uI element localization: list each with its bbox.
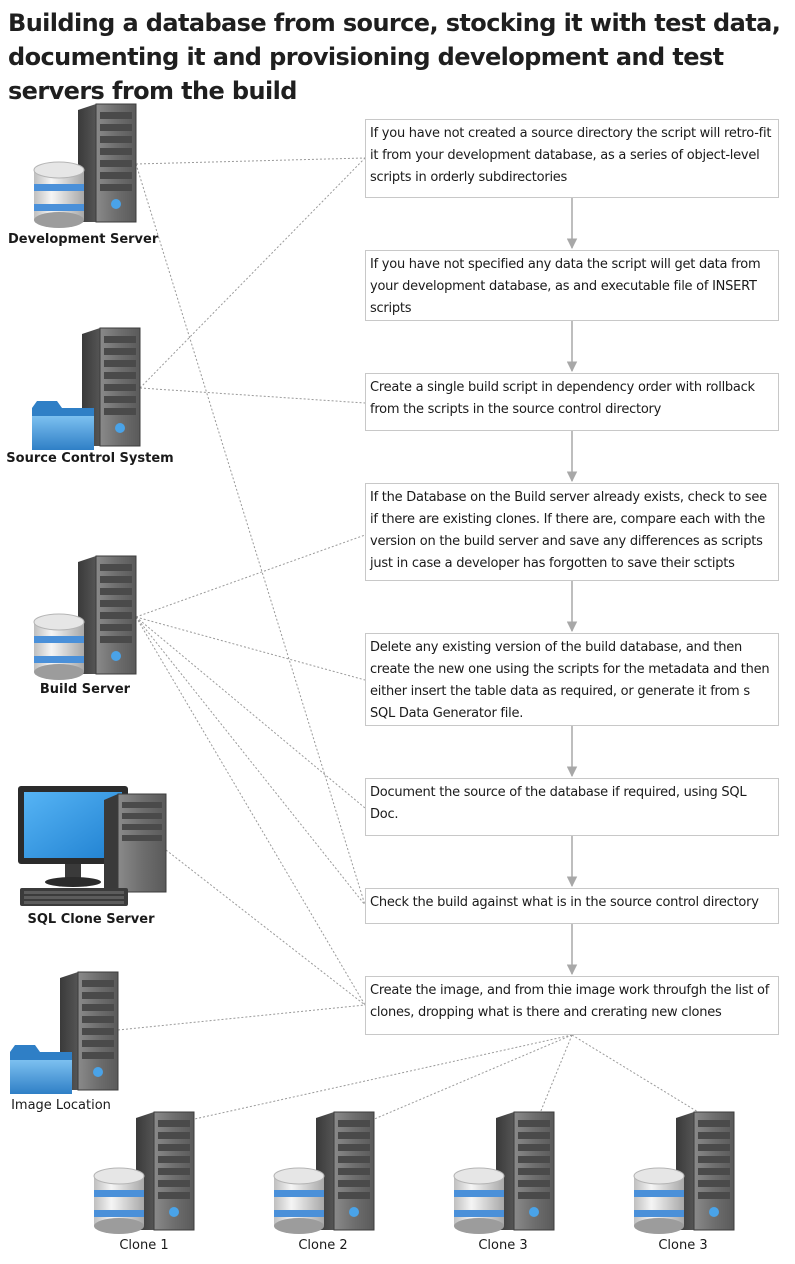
development-server-label: Development Server	[8, 232, 159, 247]
diagram-title: Building a database from source, stockin…	[8, 9, 781, 105]
clone-3b-label: Clone 3	[658, 1238, 708, 1253]
sql-clone-server-icon	[18, 786, 167, 906]
image-location-label: Image Location	[11, 1098, 111, 1113]
step-box: If you have not created a source directo…	[365, 119, 779, 198]
source-control-system-label: Source Control System	[6, 451, 174, 466]
step-box: Create a single build script in dependen…	[365, 373, 779, 431]
clone-2-label: Clone 2	[298, 1238, 348, 1253]
clone-1-label: Clone 1	[119, 1238, 169, 1253]
connector-lines	[117, 157, 699, 1121]
development-server-icon	[33, 103, 137, 229]
clone-3a-icon	[453, 1111, 555, 1235]
step-box: Check the build against what is in the s…	[365, 888, 779, 924]
step-box: Create the image, and from thie image wo…	[365, 976, 779, 1035]
clone-1-icon	[93, 1111, 195, 1235]
step-box: Document the source of the database if r…	[365, 778, 779, 836]
build-server-icon	[33, 555, 137, 681]
step-box: If the Database on the Build server alre…	[365, 483, 779, 581]
build-server-label: Build Server	[39, 682, 131, 697]
clone-3b-icon	[633, 1111, 735, 1235]
clone-2-icon	[273, 1111, 375, 1235]
step-box: If you have not specified any data the s…	[365, 250, 779, 321]
sql-clone-server-label: SQL Clone Server	[27, 912, 155, 927]
image-location-server-icon	[10, 971, 119, 1094]
clone-3a-label: Clone 3	[478, 1238, 528, 1253]
source-control-server-icon	[32, 327, 141, 450]
step-box: Delete any existing version of the build…	[365, 633, 779, 726]
